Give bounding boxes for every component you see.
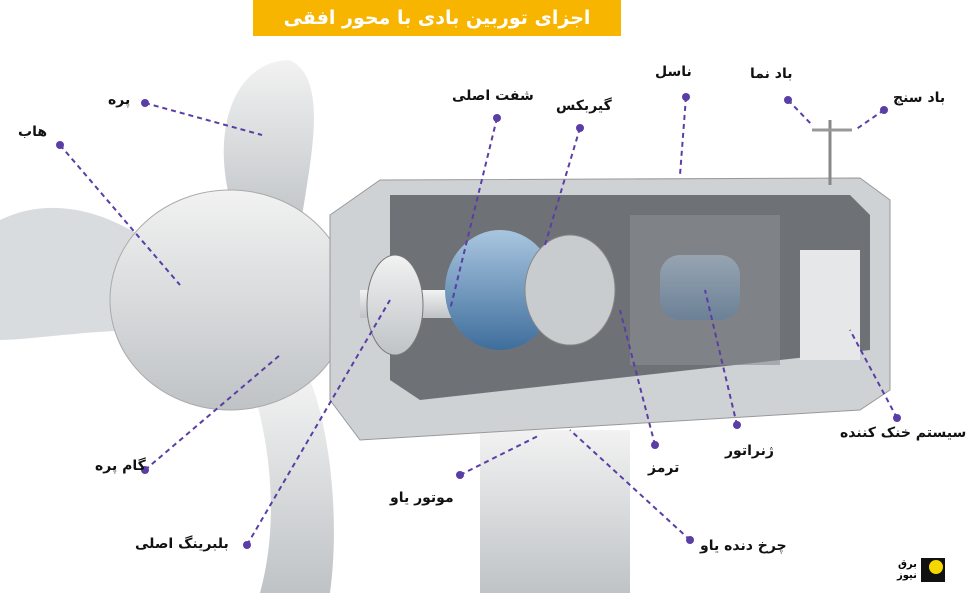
label-anemometer: باد سنج	[893, 90, 946, 106]
blade-top	[223, 60, 314, 230]
label-gearbox: گیربکس	[556, 98, 612, 114]
label-main-bearing: بلبرینگ اصلی	[135, 536, 229, 552]
tower	[480, 430, 630, 593]
label-wind-vane: باد نما	[750, 66, 793, 82]
label-cooling-system: سیستم خنک کننده	[840, 425, 966, 441]
label-hub: هاب	[18, 124, 48, 140]
gearbox	[445, 230, 555, 350]
logo-line2: نیوز	[897, 570, 917, 581]
label-yaw-gear: چرخ دنده یاو	[700, 538, 787, 554]
logo-line1: برق	[897, 559, 917, 570]
leader-lines	[59, 96, 898, 546]
leader-dots	[56, 93, 901, 549]
label-brake: ترمز	[648, 460, 680, 476]
cooling-unit	[800, 250, 860, 360]
label-main-shaft: شفت اصلی	[452, 88, 534, 104]
label-pitch: گام پره	[95, 458, 146, 474]
hub	[109, 189, 351, 411]
label-nacelle: ناسل	[655, 64, 692, 80]
blade-bottom	[250, 380, 334, 593]
label-blade: پره	[108, 92, 131, 108]
diagram-title: اجزای توربین بادی با محور افقی	[253, 0, 621, 36]
logo-icon	[920, 558, 945, 582]
label-generator: ژنراتور	[725, 443, 774, 459]
main-bearing	[366, 254, 424, 356]
label-yaw-motor: موتور یاو	[390, 490, 454, 506]
